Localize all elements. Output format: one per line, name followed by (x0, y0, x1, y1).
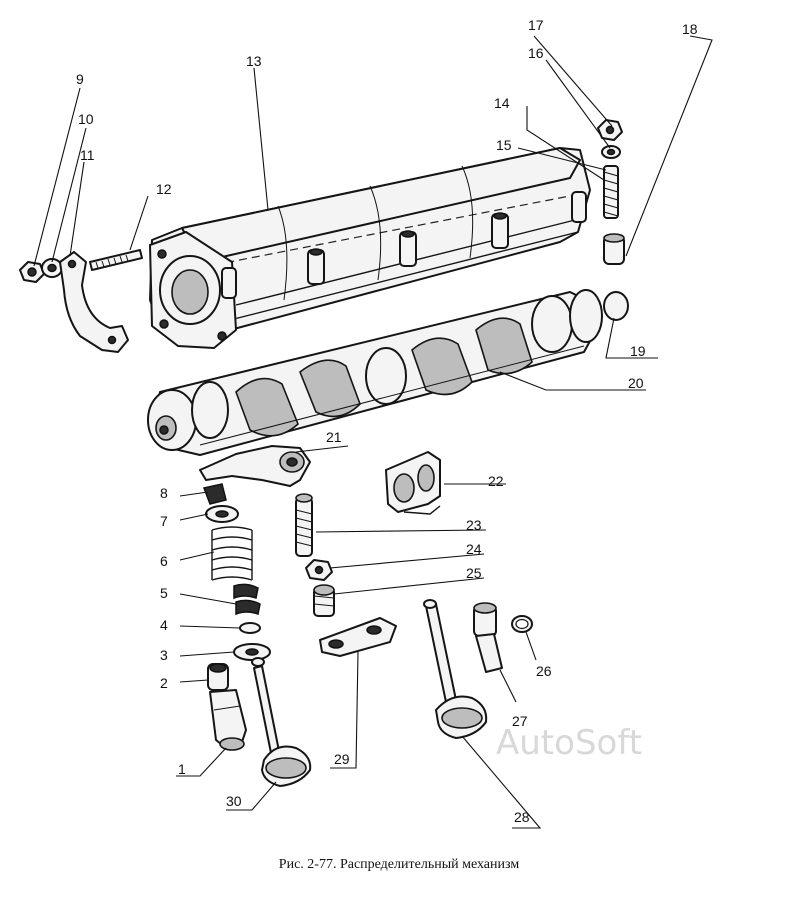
label-18: 18 (682, 21, 698, 37)
plug-19 (603, 291, 629, 321)
guide-27 (473, 602, 503, 673)
valve-28 (423, 599, 488, 739)
rocker-arm (199, 445, 311, 487)
label-8: 8 (160, 485, 168, 501)
label-22: 22 (488, 473, 504, 489)
label-28: 28 (514, 809, 530, 825)
label-3: 3 (160, 647, 168, 663)
washer-16 (601, 145, 621, 159)
nut-9 (19, 261, 45, 283)
label-9: 9 (76, 71, 84, 87)
label-25: 25 (466, 565, 482, 581)
adjusting-screw-23 (295, 493, 313, 557)
label-17: 17 (528, 17, 544, 33)
bushing-25 (313, 584, 335, 617)
label-30: 30 (226, 793, 242, 809)
locknut-24 (305, 559, 333, 581)
part-labels: 9 10 11 12 13 14 15 16 17 18 19 20 21 22… (76, 17, 698, 825)
valve-seal-2 (207, 663, 229, 691)
valve-guide-1 (209, 689, 247, 751)
inner-spring-5 (233, 583, 261, 616)
outer-spring-6 (211, 526, 253, 581)
washer-3 (233, 643, 271, 661)
bushing-18 (603, 233, 625, 265)
label-4: 4 (160, 617, 168, 633)
label-5: 5 (160, 585, 168, 601)
washer-4 (239, 622, 261, 634)
label-21: 21 (326, 429, 342, 445)
valve-cotter-8 (202, 483, 227, 505)
stud-12 (89, 249, 143, 271)
bracket-11 (59, 251, 129, 353)
watermark: AutoSoft (496, 723, 642, 763)
label-12: 12 (156, 181, 172, 197)
ring-26 (511, 615, 533, 633)
label-16: 16 (528, 45, 544, 61)
camshaft (147, 289, 603, 456)
nut-17 (597, 119, 623, 141)
label-19: 19 (630, 343, 646, 359)
stud-15 (603, 165, 619, 219)
label-26: 26 (536, 663, 552, 679)
label-24: 24 (466, 541, 482, 557)
label-2: 2 (160, 675, 168, 691)
leader-lines (33, 35, 713, 829)
label-15: 15 (496, 137, 512, 153)
label-11: 11 (80, 147, 95, 163)
label-29: 29 (334, 751, 350, 767)
valve-30 (251, 657, 312, 787)
label-23: 23 (466, 517, 482, 533)
figure-caption: Рис. 2-77. Распределительный механизм (278, 857, 520, 872)
label-10: 10 (78, 111, 94, 127)
plate-29 (319, 617, 397, 657)
camshaft-housing (149, 147, 591, 349)
label-1: 1 (178, 761, 186, 777)
spring-clip-22 (385, 451, 441, 515)
label-20: 20 (628, 375, 644, 391)
label-27: 27 (512, 713, 528, 729)
label-14: 14 (494, 95, 510, 111)
label-7: 7 (160, 513, 168, 529)
label-6: 6 (160, 553, 168, 569)
label-13: 13 (246, 53, 262, 69)
spring-plate-7 (205, 505, 239, 523)
